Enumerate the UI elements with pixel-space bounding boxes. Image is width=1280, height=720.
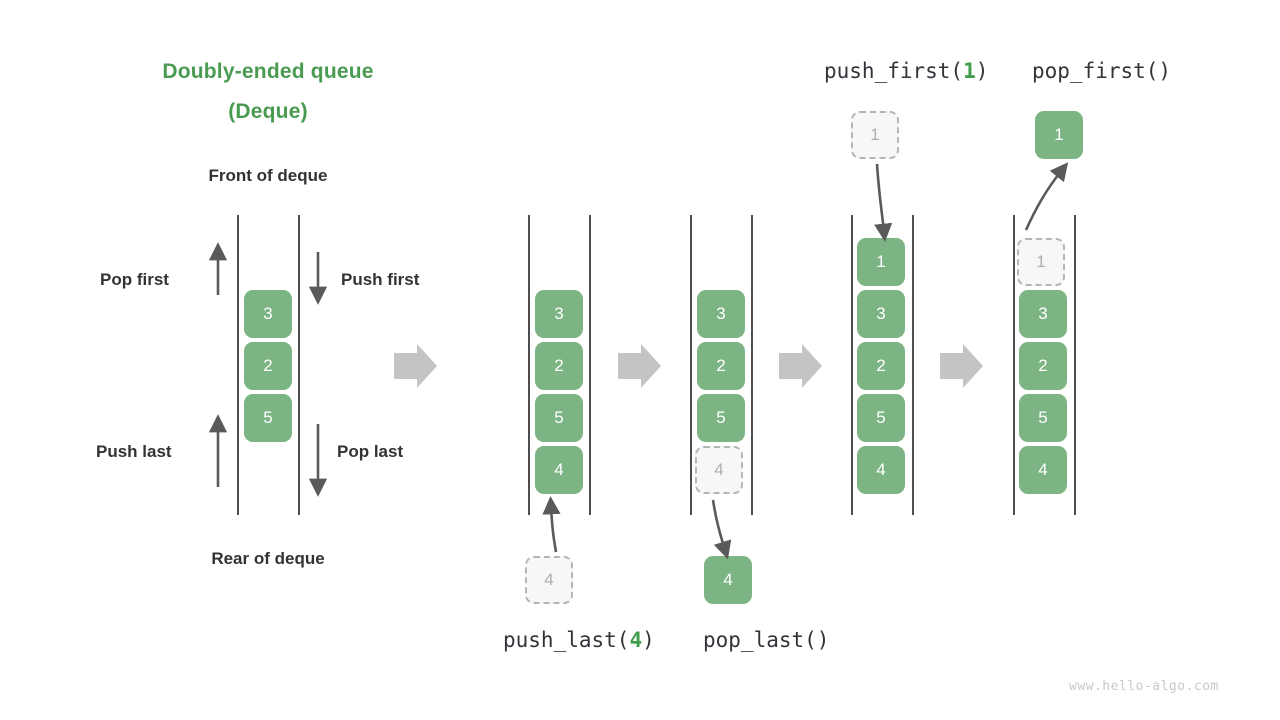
push-last-label: Push last xyxy=(96,442,172,461)
element-box: 4 xyxy=(857,446,905,494)
pop-first-call-name: pop_first() xyxy=(1032,59,1172,83)
pop-last-call-name: pop_last() xyxy=(703,628,830,652)
step-arrow-icon xyxy=(618,344,661,388)
outgoing-element-box: 1 xyxy=(1035,111,1083,159)
element-box: 3 xyxy=(244,290,292,338)
panel-push-first-rail-right xyxy=(912,215,914,515)
push-first-label: Push first xyxy=(341,270,420,289)
step-arrow-icon xyxy=(940,344,983,388)
panel-push-last-rail-right xyxy=(589,215,591,515)
panel-push-last-rail-left xyxy=(528,215,530,515)
element-box: 1 xyxy=(857,238,905,286)
element-box: 4 xyxy=(1019,446,1067,494)
element-box: 2 xyxy=(535,342,583,390)
panel-pop-last-rail-right xyxy=(751,215,753,515)
push-last-call-close: ) xyxy=(642,628,655,652)
element-box: 3 xyxy=(535,290,583,338)
element-box: 5 xyxy=(244,394,292,442)
element-box: 5 xyxy=(535,394,583,442)
element-box: 2 xyxy=(697,342,745,390)
element-box: 2 xyxy=(857,342,905,390)
push-last-call-arg: 4 xyxy=(629,628,643,652)
panel-pop-last-rail-left xyxy=(690,215,692,515)
step-arrow-icon xyxy=(779,344,822,388)
panel-pop-first-rail-left xyxy=(1013,215,1015,515)
push-last-call-name: push_last( xyxy=(503,628,630,652)
push-first-call-arg: 1 xyxy=(963,59,976,83)
pop-last-label: Pop last xyxy=(337,442,404,461)
watermark: www.hello-algo.com xyxy=(1069,679,1219,694)
pop-first-label: Pop first xyxy=(100,270,169,289)
push-first-insert-arrow-icon xyxy=(874,163,893,242)
element-box: 5 xyxy=(857,394,905,442)
element-box: 3 xyxy=(697,290,745,338)
pop-first-operation-caption: pop_first() xyxy=(1032,59,1171,83)
step-arrow-icon xyxy=(394,344,437,388)
element-box: 5 xyxy=(1019,394,1067,442)
push-last-operation-caption: push_last(4) xyxy=(503,628,655,652)
panel-concept-rail-left xyxy=(237,215,239,515)
push-first-call-close: ) xyxy=(975,59,989,83)
push-first-operation-caption: push_first(1) xyxy=(824,59,988,83)
removed-element-ghost: 4 xyxy=(695,446,743,494)
element-box: 2 xyxy=(244,342,292,390)
panel-pop-first-rail-right xyxy=(1074,215,1076,515)
pop-last-remove-arrow-icon xyxy=(711,499,732,560)
element-box: 3 xyxy=(1019,290,1067,338)
incoming-element-ghost: 1 xyxy=(851,111,899,159)
push-first-call-name: push_first( xyxy=(824,59,964,83)
panel-concept-rail-right xyxy=(298,215,300,515)
element-box: 4 xyxy=(535,446,583,494)
push-last-insert-arrow-icon xyxy=(542,496,561,553)
element-box: 5 xyxy=(697,394,745,442)
panel-push-first-rail-left xyxy=(851,215,853,515)
front-of-deque-label: Front of deque xyxy=(208,166,328,185)
page-title-line1: Doubly-ended queue xyxy=(162,60,374,83)
outgoing-element-box: 4 xyxy=(704,556,752,604)
rear-of-deque-label: Rear of deque xyxy=(211,549,325,568)
page-title-line2: (Deque) xyxy=(228,100,308,123)
removed-element-ghost: 1 xyxy=(1017,238,1065,286)
element-box: 3 xyxy=(857,290,905,338)
pop-last-operation-caption: pop_last() xyxy=(703,628,829,652)
pop-first-remove-arrow-icon xyxy=(1024,162,1069,231)
incoming-element-ghost: 4 xyxy=(525,556,573,604)
element-box: 2 xyxy=(1019,342,1067,390)
